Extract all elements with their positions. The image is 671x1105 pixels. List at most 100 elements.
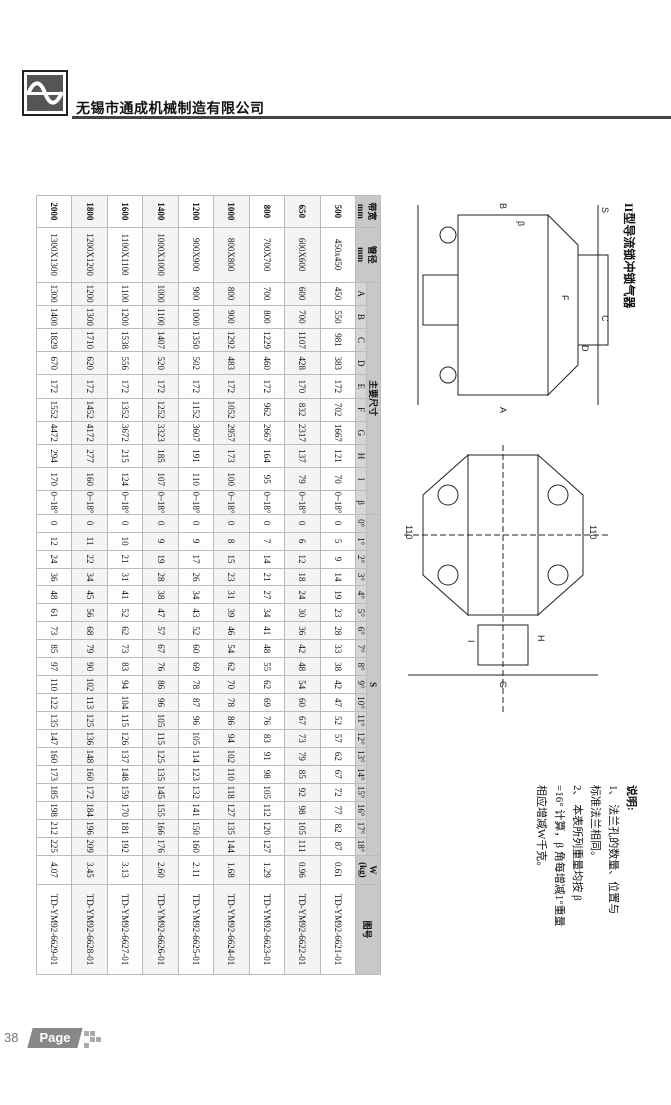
cell-dim: 700 [284,305,321,329]
cell-s: 34 [72,568,108,586]
col-width-header: 带宽 mm [355,195,381,228]
cell-s: 45 [72,585,108,604]
cell-dim: 137 [284,444,321,468]
cell-dim: 4172 [72,421,108,445]
cell-pipe: 450x450 [320,227,356,283]
cell-dim: 1200 [72,282,108,306]
dim-label-f: F [560,295,570,301]
cell-drawing-no: TD-YM92-6621-01 [320,884,356,975]
cell-dim: 1352 [107,398,143,422]
cell-s: 76 [249,711,285,730]
cell-s: 9 [142,532,179,551]
cell-s: 123 [178,765,214,784]
cell-dim: 172 [213,374,250,399]
cell-s: 98 [249,765,285,784]
cell-s: 92 [284,783,321,802]
dim-label-h: H [536,635,546,642]
cell-dim: 550 [320,305,356,329]
angle-header-0: 0° [355,514,367,533]
cell-s: 62 [320,747,356,766]
cell-s: 19 [142,550,179,569]
cell-dim: 0~18° [142,490,179,515]
cell-s: 86 [142,675,179,694]
cell-s: 24 [284,585,321,604]
cell-s: 33 [320,639,356,658]
logo-emblem-icon [26,75,64,111]
col-header-e: E [355,374,367,399]
cell-s: 52 [178,621,214,640]
cell-s: 34 [249,603,285,622]
cell-w: 1.68 [213,855,250,885]
cell-w: 2.60 [142,855,179,885]
cell-s: 0 [142,514,179,533]
cell-s: 41 [107,585,143,604]
main-dims-header: 主要尺寸 [366,282,381,515]
cell-width: 1200 [178,195,214,228]
cell-s: 54 [213,639,250,658]
cell-s: 0 [320,514,356,533]
cell-s: 212 [36,819,72,838]
cell-dim: 1100 [142,305,179,329]
cell-s: 67 [320,765,356,784]
cell-s: 18 [284,568,321,586]
dim-label-a: A [498,407,508,413]
cell-dim: 0~18° [320,490,356,515]
cell-s: 192 [107,837,143,856]
cell-s: 30 [284,603,321,622]
angle-header-1: 1° [355,532,367,551]
cell-drawing-no: TD-YM92-6627-01 [107,884,143,975]
cell-s: 38 [320,657,356,676]
cell-w: 2.11 [178,855,214,885]
cell-dim: 164 [249,444,285,468]
angle-header-18: 18° [355,837,367,856]
cell-s: 137 [107,747,143,766]
angle-header-16: 16° [355,801,367,820]
cell-dim: 0~18° [284,490,321,515]
cell-s: 85 [284,765,321,784]
angle-header-10: 10° [355,693,367,712]
cell-s: 110 [36,675,72,694]
cell-dim: 172 [107,374,143,399]
cell-dim: 172 [178,374,214,399]
cell-s: 185 [36,783,72,802]
dim-label-d: D [580,345,590,352]
company-name: 无锡市通成机械制造有限公司 [76,100,265,116]
page-dots-icon [84,1031,101,1048]
s-header: S [366,514,381,856]
cell-s: 170 [107,801,143,820]
cell-s: 78 [213,693,250,712]
cell-dim: 383 [320,351,356,375]
cell-dim: 502 [178,351,214,375]
cell-dim: 2317 [284,421,321,445]
cell-dim: 1407 [142,328,179,352]
cell-dim: 1552 [36,398,72,422]
cell-dim: 520 [142,351,179,375]
cell-s: 43 [178,603,214,622]
col-header-d: D [355,351,367,375]
cell-w: 1.29 [249,855,285,885]
cell-dim: 170 [36,467,72,491]
cell-s: 5 [320,532,356,551]
cell-dim: 981 [320,328,356,352]
cell-dim: 3672 [107,421,143,445]
cell-s: 181 [107,819,143,838]
side-body [457,214,549,396]
cell-dim: 700 [249,282,285,306]
cell-s: 97 [36,657,72,676]
angle-header-8: 8° [355,657,367,676]
cell-dim: 185 [142,444,179,468]
cell-s: 91 [249,747,285,766]
cell-s: 77 [320,801,356,820]
cell-dim: 800 [213,282,250,306]
cell-s: 98 [284,801,321,820]
cell-dim: 1107 [284,328,321,352]
cell-s: 147 [36,729,72,748]
cell-dim: 3323 [142,421,179,445]
cell-s: 54 [284,675,321,694]
cell-s: 135 [36,711,72,730]
cell-dim: 0~18° [249,490,285,515]
cell-s: 56 [72,603,108,622]
cell-dim: 600 [284,282,321,306]
